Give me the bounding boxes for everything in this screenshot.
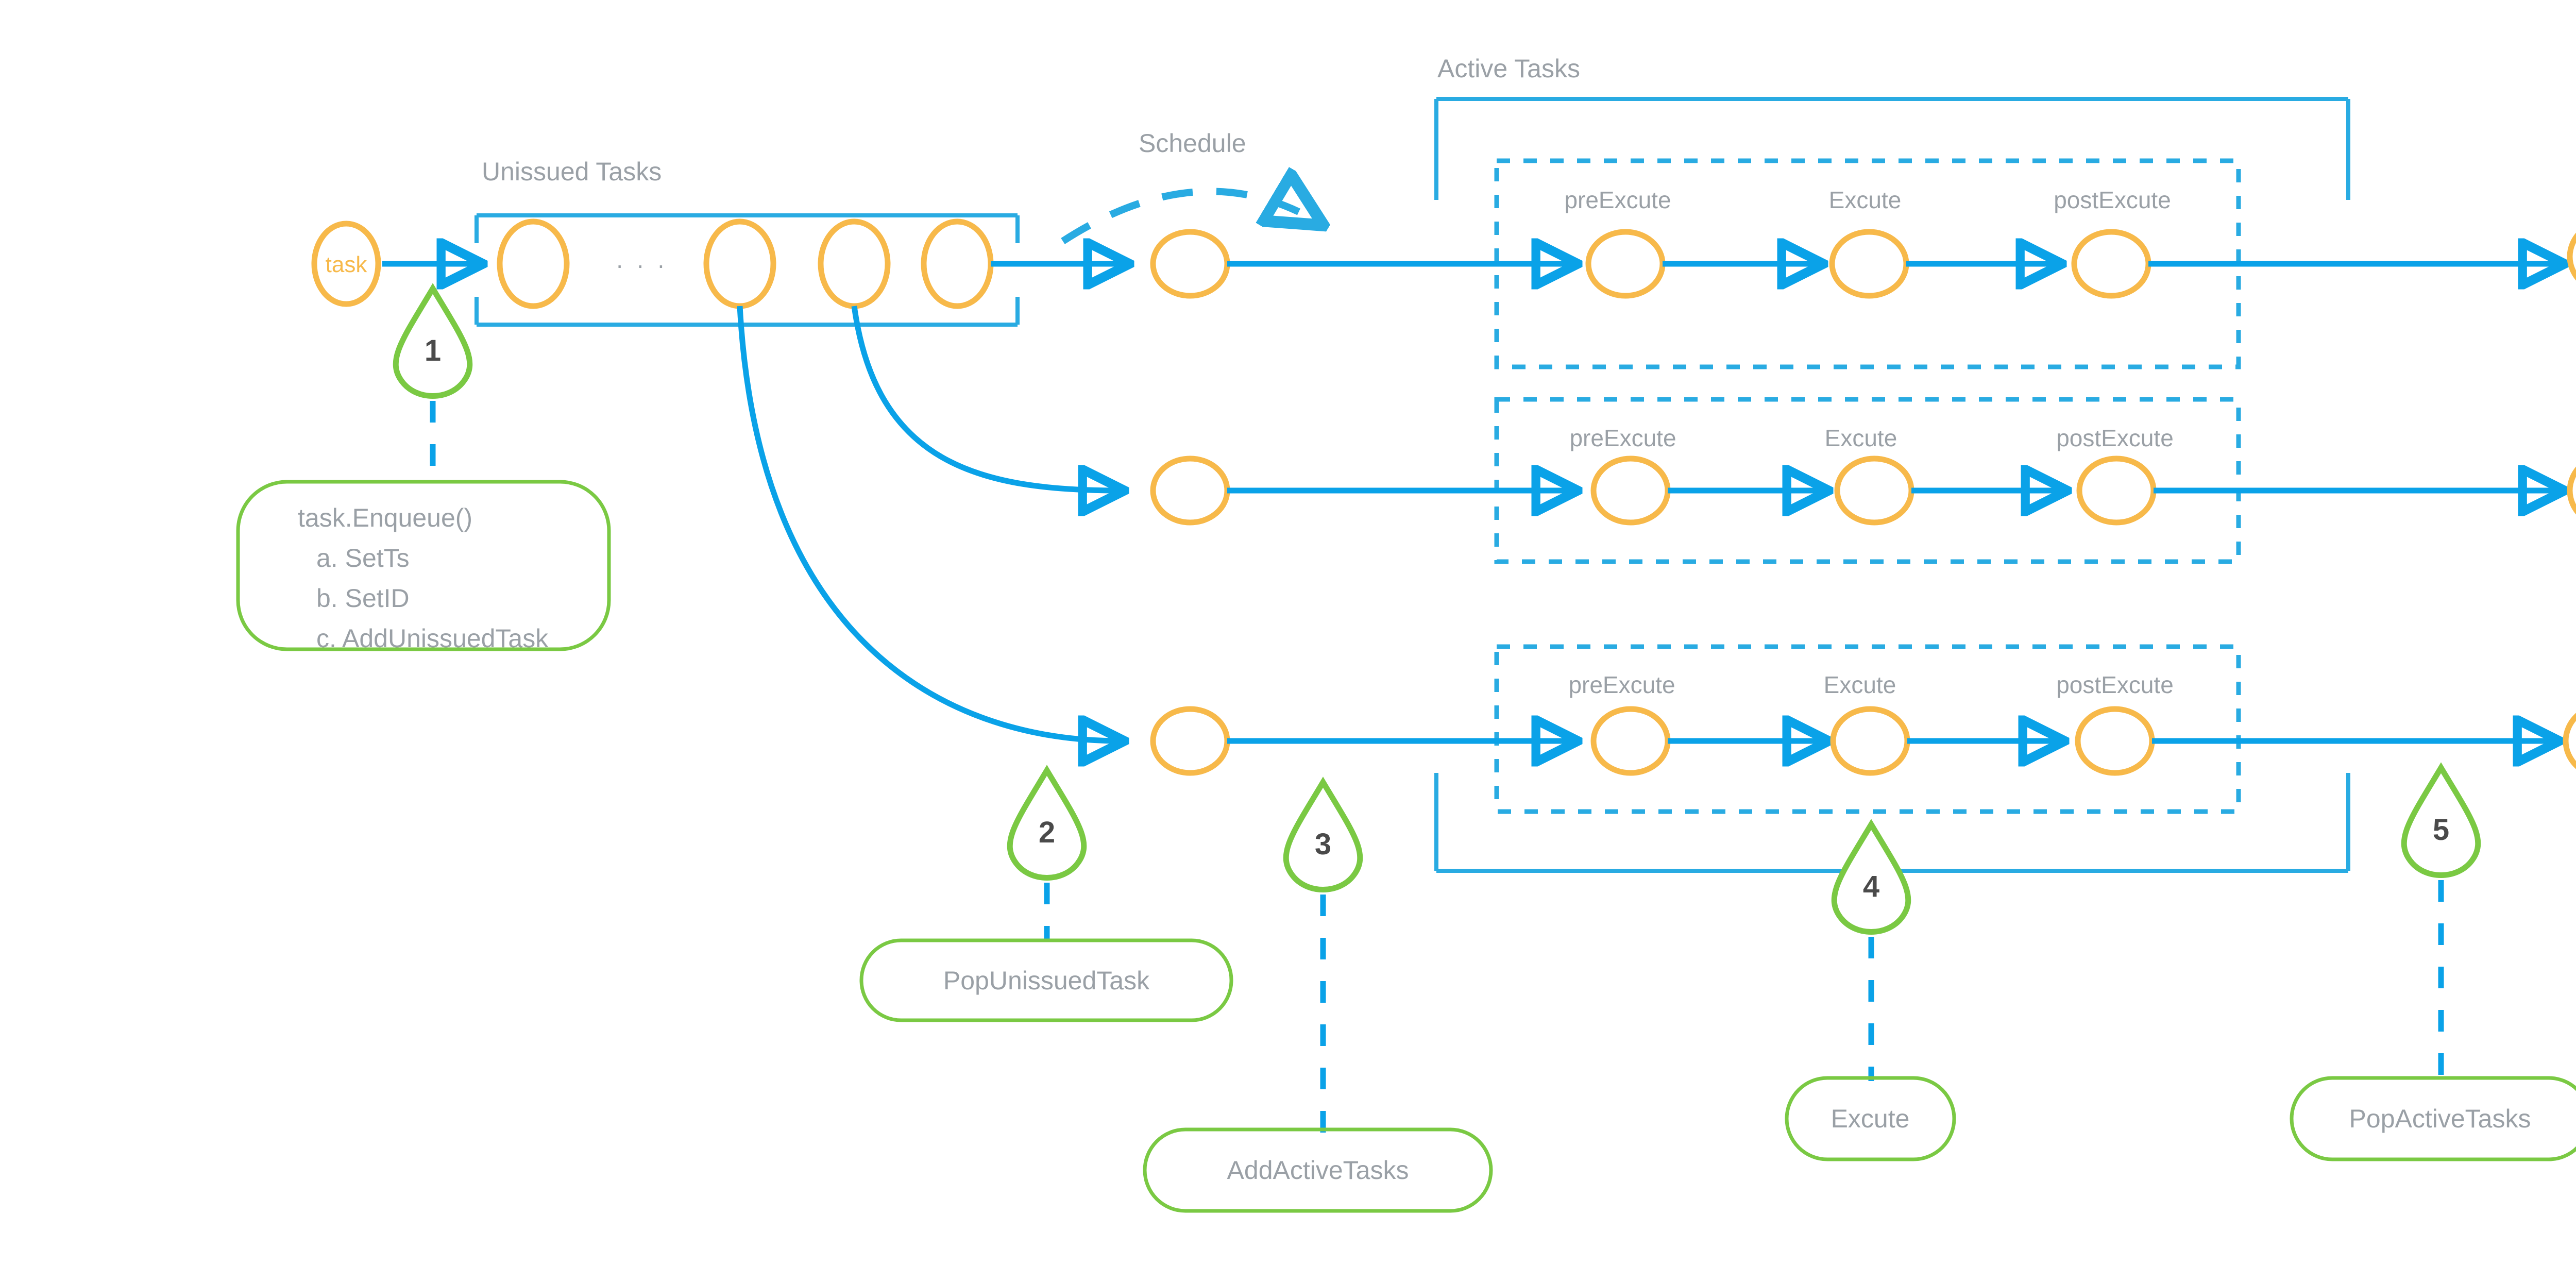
lane-1-node-excute[interactable] xyxy=(1829,229,1909,299)
callout-enqueue-box xyxy=(236,480,611,651)
lane-2-stage-label-preexcute: preExcute xyxy=(1569,425,1676,451)
lane-2-stage-label-excute: Excute xyxy=(1825,425,1897,451)
lane-2-stage-label-postexcute: postExcute xyxy=(2056,425,2174,451)
callout-pop-active-label: PopActiveTasks xyxy=(2349,1104,2531,1133)
marker-5[interactable]: 5 xyxy=(2401,762,2481,878)
lane-3-stage-label-excute: Excute xyxy=(1824,671,1896,698)
group-label-unissued-tasks: Unissued Tasks xyxy=(482,157,662,186)
lane-3-node-excute[interactable] xyxy=(1830,706,1910,776)
marker-1-number: 1 xyxy=(425,334,441,367)
callout-enqueue-step-b: b. SetID xyxy=(316,584,410,613)
callout-excute: Excute xyxy=(1785,1076,1956,1161)
marker-3[interactable]: 3 xyxy=(1283,777,1363,892)
lane-1-node-postexcute[interactable] xyxy=(2071,229,2151,299)
marker-4-pin[interactable] xyxy=(1831,819,1911,935)
callout-enqueue: task.Enqueue() a. SetTs b. SetID c. AddU… xyxy=(236,480,611,653)
queue-node-4[interactable] xyxy=(921,218,994,309)
marker-2-number: 2 xyxy=(1039,816,1055,849)
lane-2-exit-node[interactable] xyxy=(2567,453,2576,528)
queue-node-3[interactable] xyxy=(818,218,891,309)
callout-pop-unissued-label: PopUnissuedTask xyxy=(943,966,1150,995)
callout-excute-box xyxy=(1785,1076,1956,1161)
lane-3-stage-label-preexcute: preExcute xyxy=(1568,671,1675,698)
lane-1-stage-label-preexcute: preExcute xyxy=(1564,187,1671,213)
unissued-bracket-bottom xyxy=(474,297,1020,327)
callout-add-active-label: AddActiveTasks xyxy=(1227,1156,1409,1185)
marker-2[interactable]: 2 xyxy=(1007,765,1087,881)
marker-4-number: 4 xyxy=(1863,870,1879,903)
schedule-arc xyxy=(1061,191,1319,244)
lane-1-dashed-box xyxy=(1494,158,2241,369)
marker-1-pin[interactable] xyxy=(393,283,473,399)
source-node-label: task xyxy=(326,252,368,277)
callout-pop-unissued-box xyxy=(859,938,1233,1022)
lane-2-node-excute[interactable] xyxy=(1834,456,1914,526)
callout-enqueue-step-a: a. SetTs xyxy=(316,544,410,572)
lane-1-entry-node[interactable] xyxy=(1150,229,1230,299)
marker-5-pin[interactable] xyxy=(2401,762,2481,878)
callout-add-active: AddActiveTasks xyxy=(1143,1127,1493,1213)
lane-1-stage-label-excute: Excute xyxy=(1829,187,1902,213)
lane-2-node-preexcute[interactable] xyxy=(1590,456,1671,526)
lane-3-node-preexcute[interactable] xyxy=(1590,706,1671,776)
lane-3-exit-node[interactable] xyxy=(2563,704,2576,778)
callout-pop-active-box xyxy=(2290,1076,2576,1161)
callout-pop-unissued: PopUnissuedTask xyxy=(859,938,1233,1022)
marker-4[interactable]: 4 xyxy=(1831,819,1911,935)
callout-enqueue-step-c: c. AddUnissuedTask xyxy=(316,624,549,653)
lane-1-node-preexcute[interactable] xyxy=(1585,229,1666,299)
queue-node-2[interactable] xyxy=(703,218,776,309)
marker-1[interactable]: 1 xyxy=(393,283,473,399)
lane-1-exit-node[interactable] xyxy=(2567,220,2576,294)
active-tasks-bracket-top xyxy=(1434,97,2350,200)
lane-2-node-postexcute[interactable] xyxy=(2076,456,2157,526)
lane-2: preExcute Excute postExcute xyxy=(1227,397,2576,564)
group-label-active-tasks: Active Tasks xyxy=(1437,54,1580,83)
source-node-task[interactable] xyxy=(311,221,381,307)
marker-3-number: 3 xyxy=(1315,828,1331,861)
lane-3-stage-label-postexcute: postExcute xyxy=(2056,671,2174,698)
marker-2-pin[interactable] xyxy=(1007,765,1087,881)
group-label-schedule: Schedule xyxy=(1139,129,1246,158)
callout-enqueue-title: task.Enqueue() xyxy=(298,503,472,532)
callout-add-active-box xyxy=(1143,1127,1493,1213)
lane-2-entry-node[interactable] xyxy=(1150,456,1230,526)
marker-5-number: 5 xyxy=(2433,813,2449,847)
flow-queue-to-lane-2 xyxy=(851,306,1121,491)
lane-1-stage-label-postexcute: postExcute xyxy=(2054,187,2171,213)
lane-3-node-postexcute[interactable] xyxy=(2075,706,2155,776)
flow-queue-to-lane-3 xyxy=(737,306,1121,741)
lane-3-entry-node[interactable] xyxy=(1150,706,1230,776)
queue-node-1[interactable] xyxy=(497,218,570,309)
lane-1: preExcute Excute postExcute xyxy=(1227,158,2576,369)
marker-3-pin[interactable] xyxy=(1283,777,1363,892)
lane-3: preExcute Excute postExcute xyxy=(1227,644,2576,814)
lane-2-dashed-box xyxy=(1494,397,2241,564)
queue-ellipsis: · · · xyxy=(616,251,668,278)
callout-excute-label: Excute xyxy=(1831,1104,1910,1133)
callout-pop-active: PopActiveTasks xyxy=(2290,1076,2576,1161)
